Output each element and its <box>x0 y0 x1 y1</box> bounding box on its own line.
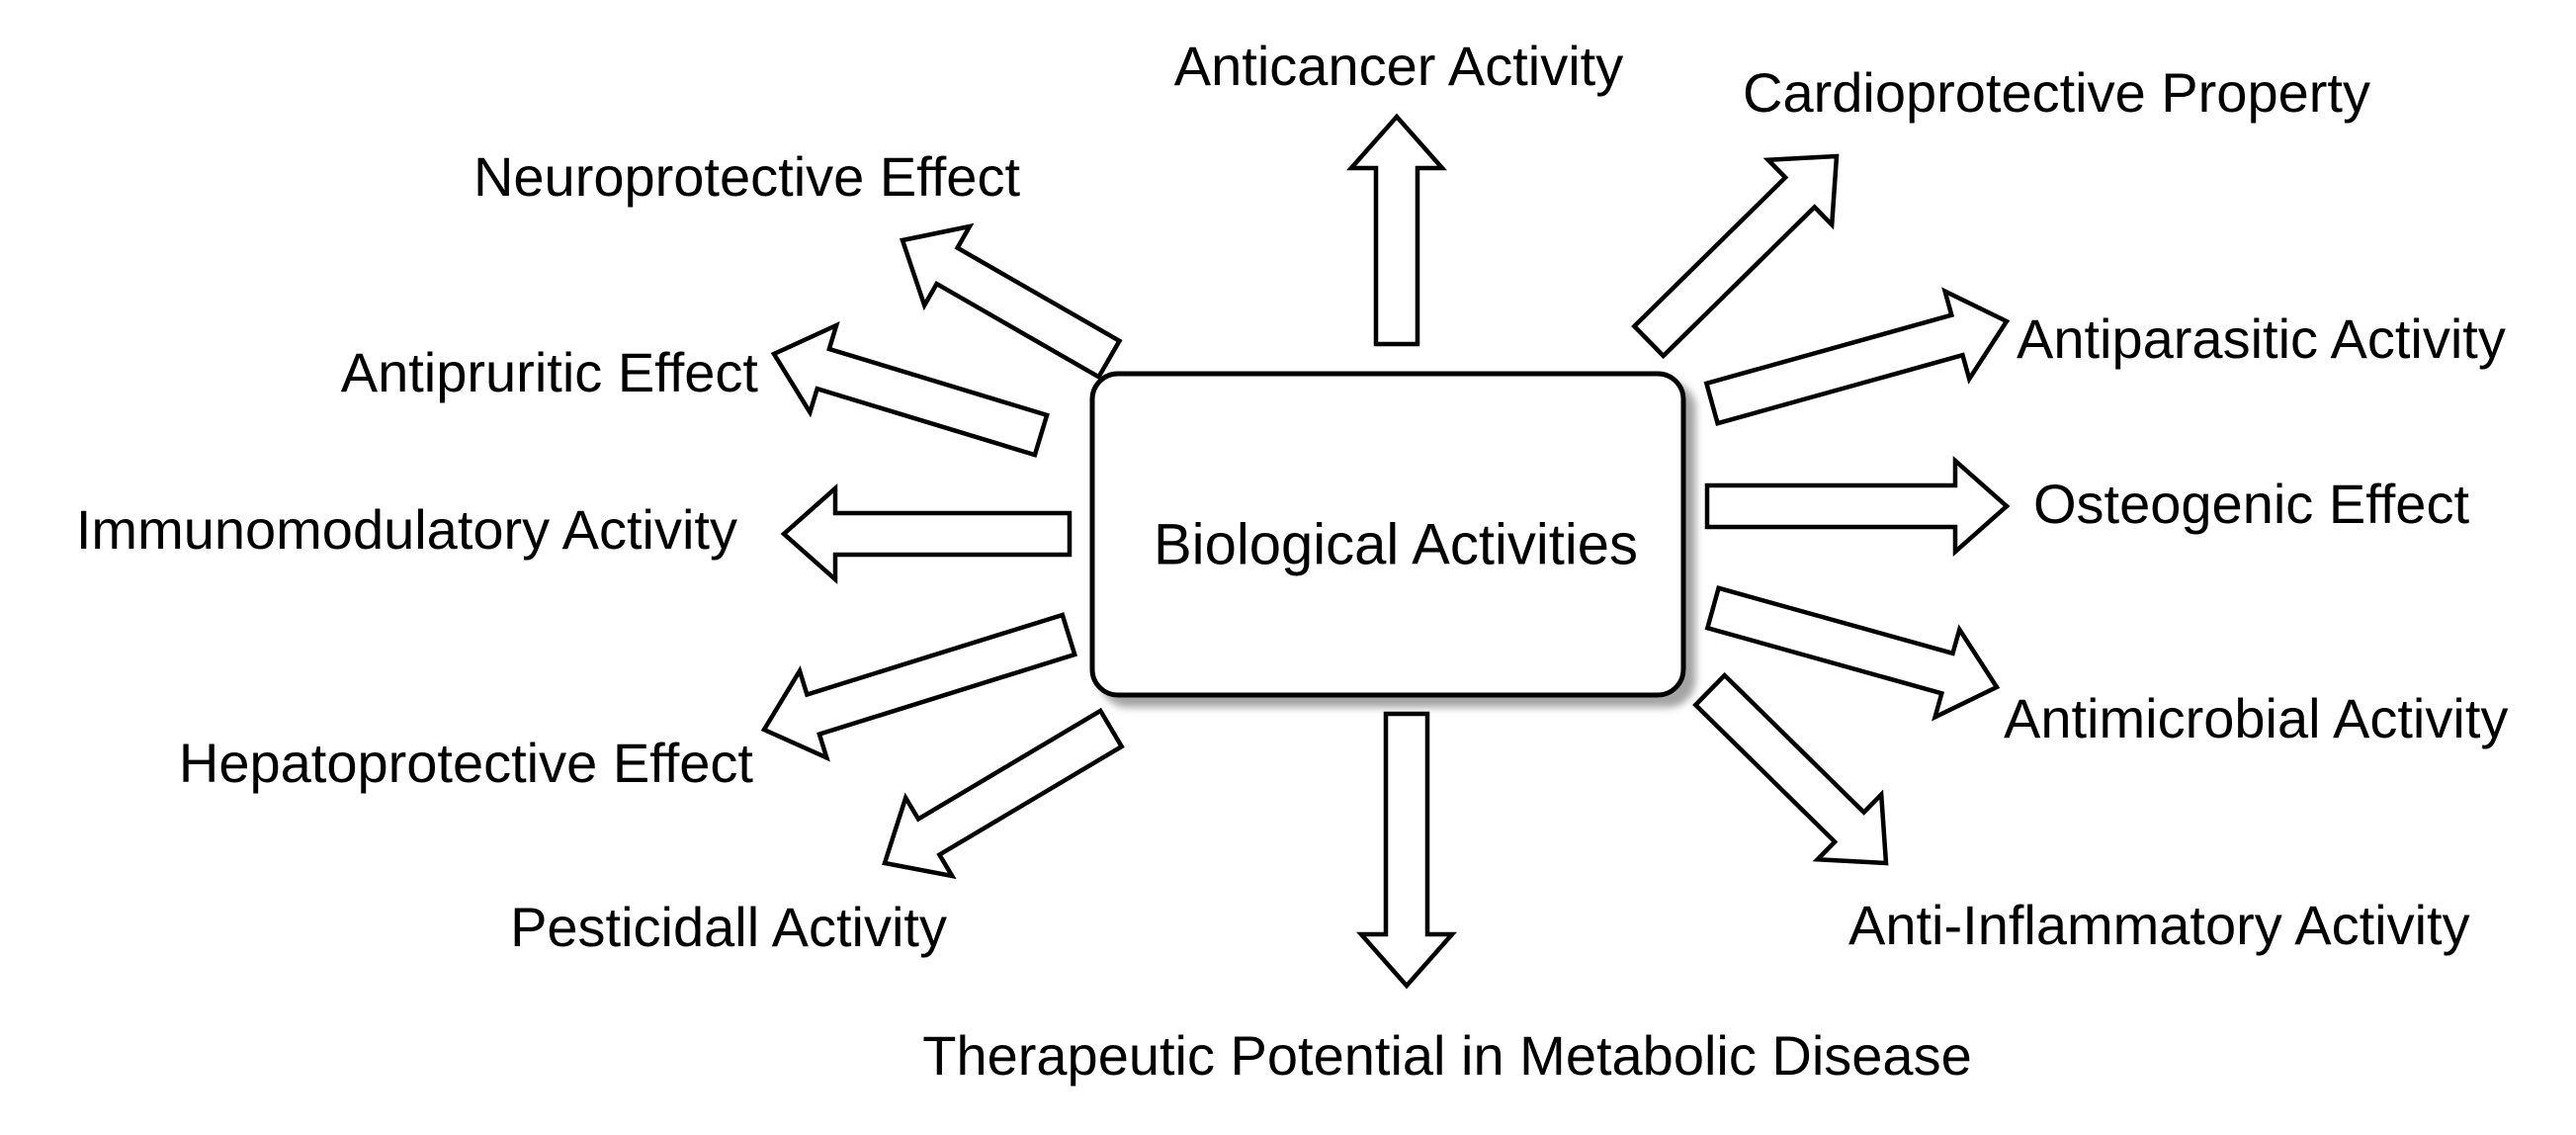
arrow-immunomodulatory <box>780 483 1073 584</box>
label-anticancer: Anticancer Activity <box>1174 35 1623 97</box>
label-neuroprotective: Neuroprotective Effect <box>473 145 1020 208</box>
arrow-antiparasitic <box>1703 287 2011 426</box>
label-cardioprotective: Cardioprotective Property <box>1743 61 2370 124</box>
arrow-anti-inflammatory <box>1692 671 1889 866</box>
arrow-antimicrobial <box>1704 585 2001 722</box>
label-antimicrobial: Antimicrobial Activity <box>2004 687 2508 749</box>
label-therapeutic-metabolic: Therapeutic Potential in Metabolic Disea… <box>922 1024 1971 1087</box>
arrow-hepatoprotective <box>760 612 1078 762</box>
label-antipruritic: Antipruritic Effect <box>341 341 759 403</box>
arrows-group <box>760 113 2011 990</box>
arrow-neuroprotective <box>900 222 1123 381</box>
arrow-pesticidal <box>882 707 1125 880</box>
label-anti-inflammatory: Anti-Inflammatory Activity <box>1848 894 2470 956</box>
label-hepatoprotective: Hepatoprotective Effect <box>179 732 754 794</box>
label-osteogenic: Osteogenic Effect <box>2033 473 2469 535</box>
arrow-osteogenic <box>1704 456 2011 557</box>
arrow-therapeutic-metabolic <box>1356 711 1457 990</box>
label-pesticidal: Pesticidall Activity <box>510 896 947 958</box>
arrow-cardioprotective <box>1631 153 1840 360</box>
center-label: Biological Activities <box>1154 512 1638 576</box>
label-antiparasitic: Antiparasitic Activity <box>2017 307 2506 370</box>
center-box <box>1089 371 1686 698</box>
arrow-antipruritic <box>770 320 1050 458</box>
arrow-anticancer <box>1346 113 1447 347</box>
label-immunomodulatory: Immunomodulatory Activity <box>76 498 737 561</box>
